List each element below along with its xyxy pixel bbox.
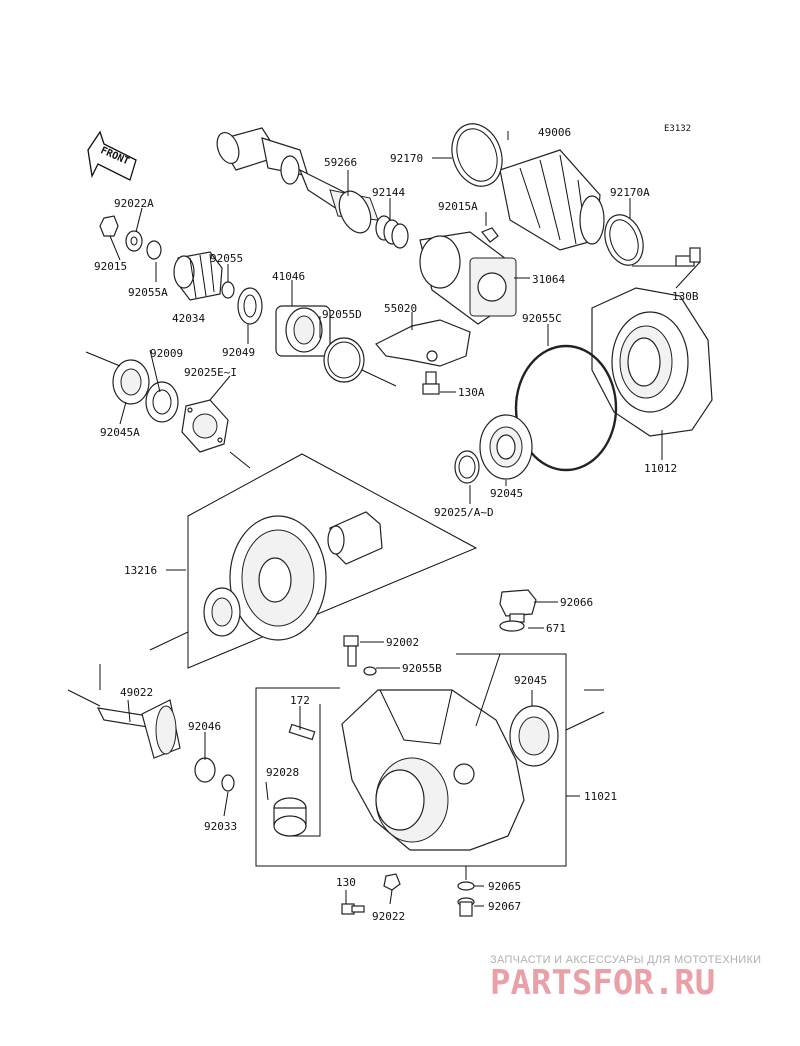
circlip-part: [221, 774, 235, 792]
gear-set-box: [149, 453, 478, 669]
front-arrow-icon: FRONT: [87, 130, 137, 181]
nut-92015-part: [99, 215, 119, 237]
label-92055c: 92055C: [522, 312, 562, 325]
nut-part: [481, 227, 499, 243]
label-92170: 92170: [390, 152, 423, 165]
label-92025e: 92025E~I: [184, 366, 237, 379]
label-92049: 92049: [222, 346, 255, 359]
washer-92022-part: [383, 873, 401, 891]
label-11012: 11012: [644, 462, 677, 475]
label-59266: 59266: [324, 156, 357, 169]
o-ring-part: [221, 281, 235, 299]
filler-cap-part: [499, 589, 537, 623]
label-92028: 92028: [266, 766, 299, 779]
label-92022: 92022: [372, 910, 405, 923]
label-92002: 92002: [386, 636, 419, 649]
collar-part: [145, 381, 179, 423]
seal-part: [237, 287, 263, 325]
label-92144: 92144: [372, 186, 405, 199]
label-172: 172: [290, 694, 310, 707]
label-92066: 92066: [560, 596, 593, 609]
label-92065: 92065: [488, 880, 521, 893]
label-92033: 92033: [204, 820, 237, 833]
joint-housing-part: [419, 231, 517, 325]
label-92045a: 92045A: [100, 426, 140, 439]
label-92025ad: 92025/A~D: [434, 506, 494, 519]
ring-gear-part: [229, 515, 327, 641]
label-92022a: 92022A: [114, 197, 154, 210]
coupling-part: [173, 251, 223, 301]
label-92015: 92015: [94, 260, 127, 273]
o-ring-b-part: [363, 666, 377, 676]
label-49022: 49022: [120, 686, 153, 699]
label-92055b: 92055B: [402, 662, 442, 675]
hub-part: [327, 511, 383, 565]
drive-shaft-assembly: [216, 127, 409, 249]
label-130a: 130A: [458, 386, 485, 399]
label-130: 130: [336, 876, 356, 889]
bearing-a-part: [112, 359, 150, 405]
guard-part: [375, 319, 471, 367]
washer-part: [125, 230, 143, 252]
clamp-a-part: [604, 214, 644, 266]
label-11021: 11021: [584, 790, 617, 803]
label-49006: 49006: [538, 126, 571, 139]
stud-92002-part: [343, 635, 359, 667]
label-92067: 92067: [488, 900, 521, 913]
label-92055: 92055: [210, 252, 243, 265]
needle-bearing-part: [194, 757, 216, 783]
bolt-130-part: [341, 903, 365, 915]
boot-part: [499, 149, 605, 251]
shim-plate-part: [181, 399, 229, 453]
label-92009: 92009: [150, 347, 183, 360]
label-92015a: 92015A: [438, 200, 478, 213]
watermark-logo: PARTSFOR.RU: [490, 963, 715, 1003]
o-ring-671-part: [499, 620, 525, 632]
bolt-130a-part: [422, 371, 440, 395]
label-41046: 41046: [272, 270, 305, 283]
leader-lines: [67, 131, 701, 907]
bolt-130b-part: [675, 247, 701, 267]
o-ring-c-part: [514, 344, 618, 472]
label-92170a: 92170A: [610, 186, 650, 199]
label-92045-low: 92045: [514, 674, 547, 687]
bearing-low-part: [509, 705, 559, 767]
label-31064: 31064: [532, 273, 565, 286]
label-671: 671: [546, 622, 566, 635]
watermark-tagline: ЗАПЧАСТИ И АКСЕССУАРЫ ДЛЯ МОТОТЕХНИКИ: [490, 954, 761, 966]
o-ring-a-part: [146, 240, 162, 260]
label-42034: 42034: [172, 312, 205, 325]
label-92055a: 92055A: [128, 286, 168, 299]
label-13216: 13216: [124, 564, 157, 577]
bearing-part: [479, 414, 533, 480]
label-130b: 130B: [672, 290, 699, 303]
pinion-gear-part: [203, 587, 241, 637]
label-55020: 55020: [384, 302, 417, 315]
washer-92065-part: [457, 881, 475, 891]
label-92045-top: 92045: [490, 487, 523, 500]
cover-part: [591, 287, 713, 437]
pinion-shaft-part: [96, 699, 181, 759]
bushing-part: [273, 797, 307, 837]
stud-172-part: [288, 723, 316, 741]
clamp-part: [451, 123, 503, 187]
label-92055d: 92055D: [322, 308, 362, 321]
diagram-code: E3132: [664, 124, 691, 134]
gear-case-part: [341, 689, 525, 851]
label-92046: 92046: [188, 720, 221, 733]
drain-plug-part: [457, 897, 475, 917]
o-ring-d-part: [323, 337, 365, 383]
holder-part: [275, 305, 331, 357]
